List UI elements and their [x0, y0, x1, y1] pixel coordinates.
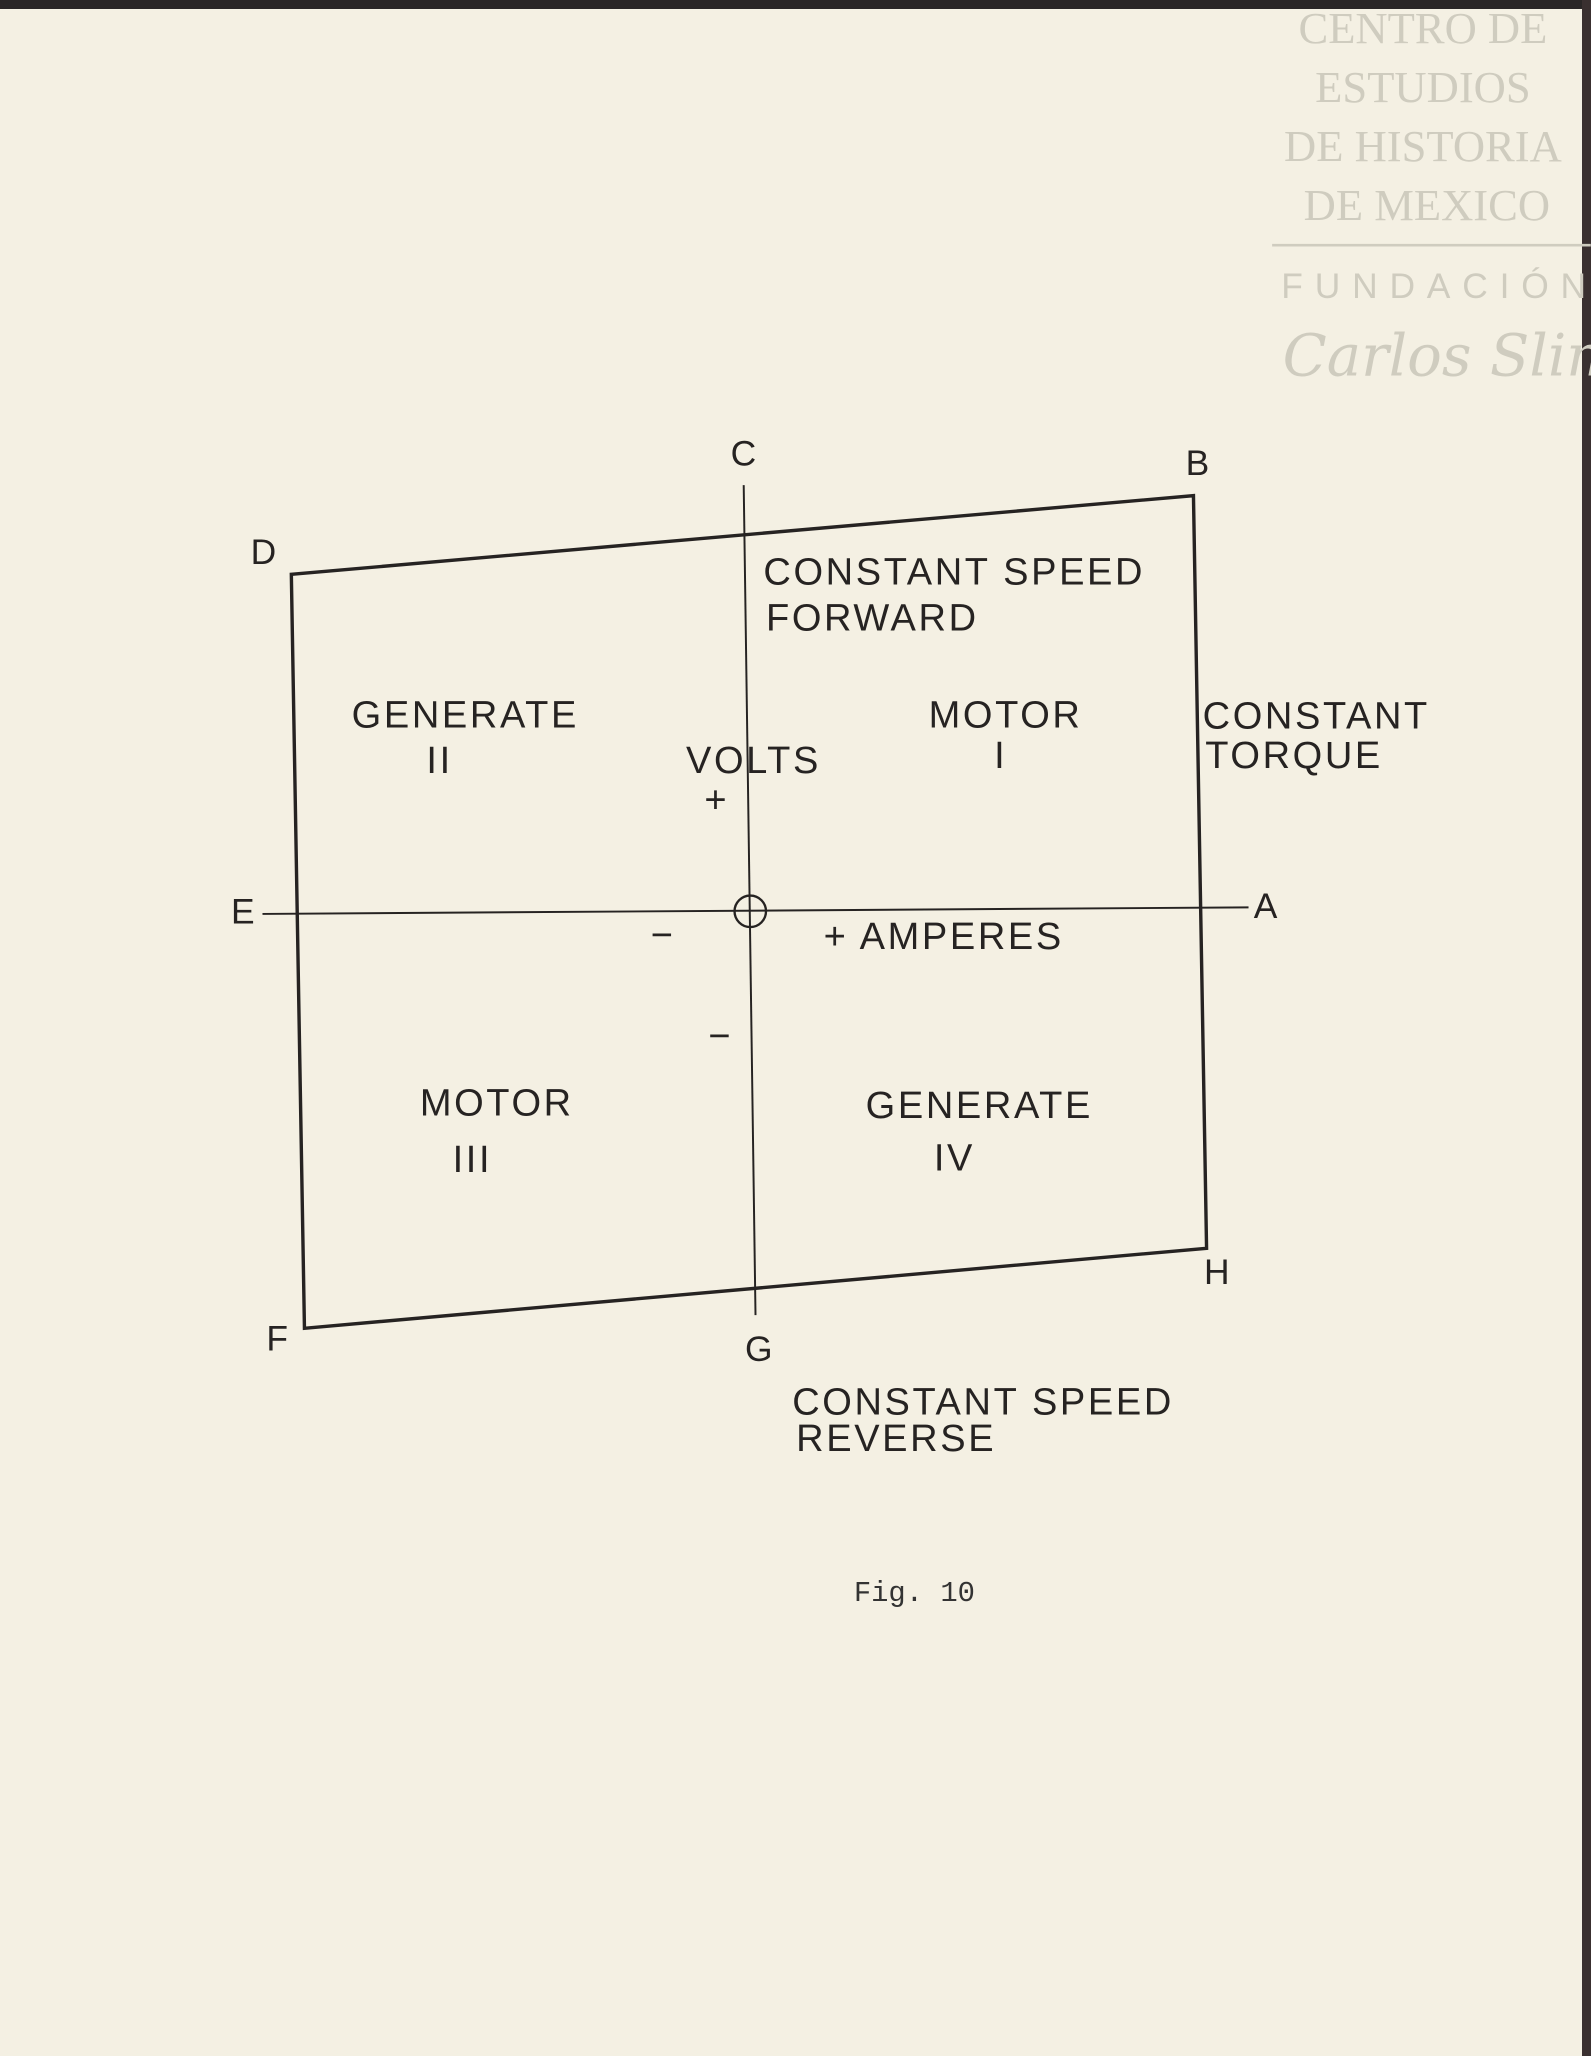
bottom-label-line1: CONSTANT SPEED — [792, 1381, 1174, 1423]
figure-caption: Fig. 10 — [854, 1577, 975, 1610]
quadrant-3-label: MOTOR — [420, 1082, 574, 1124]
point-b: B — [1186, 443, 1210, 483]
right-label-line2: TORQUE — [1205, 735, 1383, 777]
watermark-line: DE MEXICO — [1304, 180, 1550, 230]
bottom-label-line2: REVERSE — [796, 1418, 996, 1460]
volts-minus: − — [708, 1016, 733, 1058]
point-d: D — [251, 532, 277, 572]
watermark-line: ESTUDIOS — [1315, 62, 1530, 112]
quadrant-4-number: IV — [934, 1137, 975, 1179]
watermark-fundacion: FUNDACIÓN — [1281, 266, 1591, 306]
watermark-signature: Carlos Slim — [1283, 322, 1591, 390]
amperes-axis — [262, 906, 1249, 915]
point-e: E — [231, 891, 255, 931]
point-a: A — [1254, 886, 1278, 926]
point-g: G — [745, 1329, 773, 1369]
volts-label: VOLTS — [686, 740, 821, 782]
watermark-line: DE HISTORIA — [1284, 121, 1562, 171]
quadrant-2-label: GENERATE — [352, 694, 579, 736]
operating-envelope-box — [289, 493, 1209, 1331]
quadrant-4-label: GENERATE — [866, 1085, 1093, 1127]
watermark-line: CENTRO DE — [1298, 3, 1547, 53]
volts-plus: + — [704, 780, 729, 822]
top-label-line1: CONSTANT SPEED — [763, 551, 1145, 593]
point-f: F — [266, 1319, 288, 1359]
origin-marker — [733, 894, 768, 929]
scan-border-right — [1582, 0, 1591, 2056]
top-label-line2: FORWARD — [766, 597, 979, 639]
quadrant-1-number: I — [994, 735, 1007, 777]
amperes-minus: − — [651, 915, 676, 957]
quadrant-1-label: MOTOR — [929, 694, 1083, 736]
watermark: CENTRO DE ESTUDIOS DE HISTORIA DE MEXICO… — [1272, 3, 1591, 390]
quadrant-2-number: II — [426, 740, 452, 782]
quadrant-3-number: III — [453, 1139, 493, 1181]
volts-axis — [742, 485, 757, 1316]
right-label-line1: CONSTANT — [1203, 696, 1430, 738]
scan-border-top — [0, 0, 1591, 9]
amperes-label: + AMPERES — [824, 916, 1064, 958]
point-c: C — [731, 434, 757, 474]
point-h: H — [1204, 1252, 1230, 1292]
